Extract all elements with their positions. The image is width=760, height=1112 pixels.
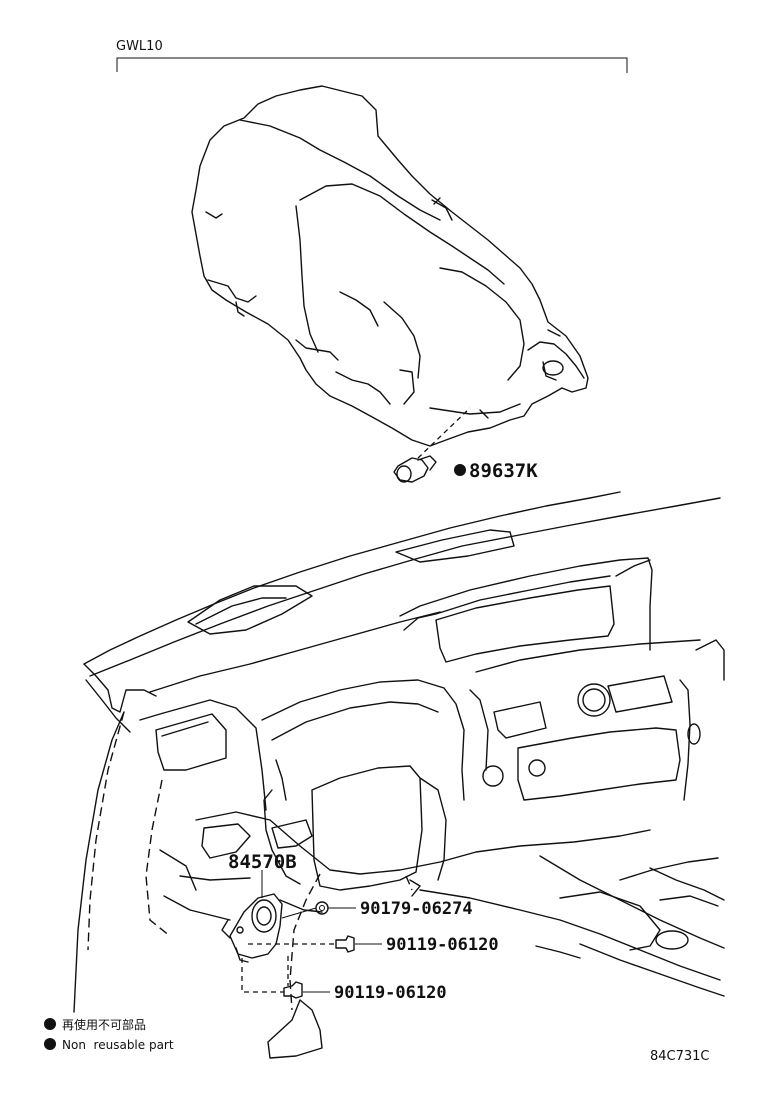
- dash-dashed-edge-small: [405, 875, 413, 891]
- model-label: GWL10: [116, 39, 163, 54]
- callout-90119-06120-upper[interactable]: 90119-06120: [386, 935, 499, 955]
- lower-screw-part: [283, 981, 303, 999]
- callout-89637K[interactable]: 89637K: [469, 460, 538, 482]
- speed-sensor-part: [393, 455, 437, 483]
- dash-dashed-edge-left: [87, 711, 125, 951]
- legend-marker-en-icon: [44, 1038, 56, 1050]
- pillar-edge: [73, 711, 125, 1013]
- model-bracket: [116, 57, 628, 73]
- callout-84570B[interactable]: 84570B: [228, 851, 297, 873]
- legend-non-reusable-en: Non reusable part: [62, 1038, 174, 1052]
- diagram-code: 84C731C: [650, 1049, 710, 1064]
- non-reusable-marker-icon: [454, 464, 466, 476]
- sensor-leader-line: [417, 407, 471, 459]
- legend-marker-jp-icon: [44, 1018, 56, 1030]
- callout-90179-06274[interactable]: 90179-06274: [360, 899, 473, 919]
- transmission-drawing: [191, 85, 589, 447]
- legend-non-reusable-jp: 再使用不可部品: [62, 1017, 146, 1032]
- dash-dashed-edge-inner: [145, 779, 171, 937]
- dash-dashed-edge-column: [289, 873, 321, 1011]
- lower-screw-dashed-line: [241, 958, 284, 993]
- dashboard-drawing: [83, 491, 725, 1059]
- callout-90119-06120-lower[interactable]: 90119-06120: [334, 983, 447, 1003]
- upper-screw-part: [335, 935, 355, 953]
- switch-assembly-part: [221, 893, 283, 963]
